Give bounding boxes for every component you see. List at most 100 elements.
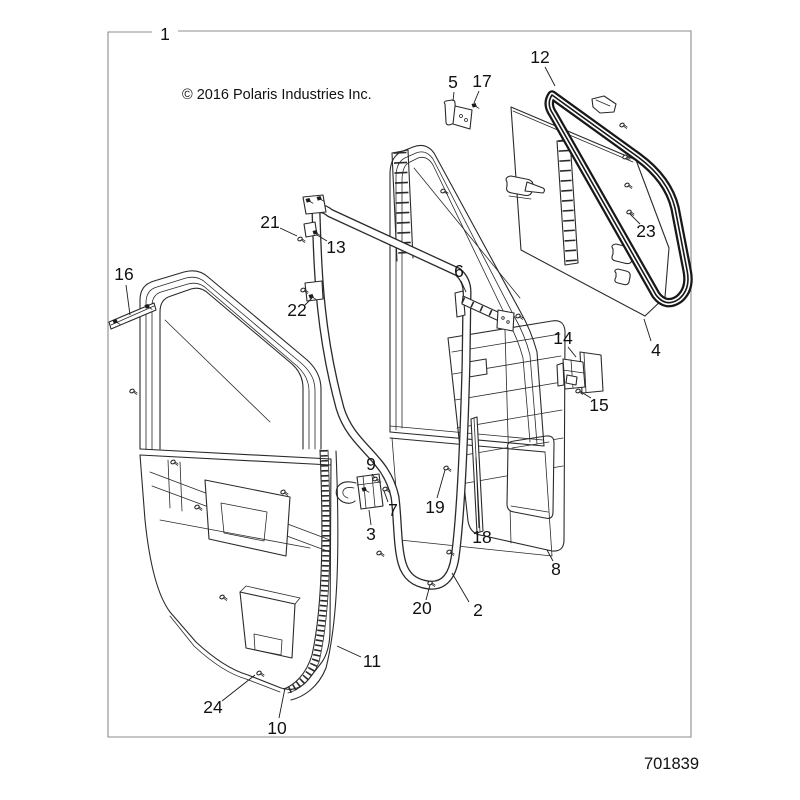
seal-hatch-band	[284, 449, 330, 695]
hinge-strip	[108, 302, 157, 330]
door-ribs	[167, 459, 183, 512]
assembly-border	[107, 30, 692, 738]
bracket-plate	[452, 105, 473, 130]
callout-leader-3	[368, 509, 372, 526]
door-frame-mid	[145, 276, 316, 450]
callout-8: 8	[551, 559, 561, 579]
callout-11: 11	[363, 651, 381, 671]
callout-leader-7	[383, 490, 389, 503]
callout-15: 15	[589, 395, 608, 415]
handle-hole	[501, 316, 505, 320]
door-bin	[239, 591, 296, 659]
callout-leader-6	[460, 280, 467, 293]
callout-22: 22	[287, 300, 306, 320]
callout-13: 13	[326, 237, 345, 257]
latch-assembly-front	[335, 473, 391, 510]
callout-leader-21	[279, 227, 298, 237]
mount-bracket	[443, 99, 480, 130]
callout-19: 19	[425, 497, 444, 517]
screw	[375, 549, 385, 557]
copyright-text: © 2016 Polaris Industries Inc.	[182, 87, 372, 103]
bracket-hole	[464, 118, 468, 122]
callout-leader-20	[425, 584, 431, 601]
callout-17: 17	[472, 71, 491, 91]
latch-hook	[335, 481, 357, 504]
window-reflection	[164, 319, 271, 423]
screw	[618, 121, 628, 129]
handle-mount-plate	[496, 309, 515, 332]
callout-leader-5	[452, 91, 455, 102]
glass-top-edge	[512, 110, 634, 163]
screw	[442, 464, 452, 472]
latch-flange	[556, 362, 565, 387]
seal-edge-b	[287, 449, 331, 694]
callout-leader-15	[580, 391, 592, 399]
inner-panel-pocket	[506, 435, 555, 519]
door-pocket	[204, 479, 291, 557]
screw	[169, 458, 179, 466]
door-shelf-line	[159, 519, 311, 549]
callout-leader-9	[371, 473, 376, 479]
callout-leader-11	[336, 645, 362, 658]
screw	[471, 102, 480, 109]
window-latch-base	[508, 195, 532, 200]
callout-leader-2	[451, 572, 470, 603]
handle-slat-hatch	[461, 297, 501, 320]
frame-mid	[395, 151, 538, 445]
door-beltline	[139, 448, 332, 466]
latch-hook-inner	[342, 487, 355, 499]
bracket-hole	[459, 114, 463, 118]
part-number: 701839	[644, 755, 699, 773]
callout-leader-23	[629, 213, 641, 225]
border-outline	[107, 30, 692, 738]
door-frame-mid2	[151, 282, 310, 450]
callout-leader-10	[278, 687, 286, 719]
door-window-opening	[159, 287, 304, 450]
divider-rails	[556, 138, 579, 266]
inner-panel-ribs	[451, 333, 564, 485]
callout-21: 21	[260, 212, 279, 232]
seal-edge-outer	[290, 450, 339, 701]
callout-leader-16	[125, 284, 131, 316]
callout-1: 1	[160, 24, 170, 44]
door-body-thickness	[169, 615, 281, 693]
latch-body	[356, 473, 384, 510]
latch-back-line	[583, 352, 587, 393]
callout-18: 18	[472, 527, 491, 547]
handle-bracket	[454, 290, 524, 332]
callout-leader-13	[316, 234, 328, 242]
divider-rungs	[558, 139, 577, 265]
callout-12: 12	[530, 47, 549, 67]
outer-door-panel	[108, 270, 339, 701]
screw	[255, 669, 265, 677]
screw	[128, 387, 138, 395]
latch-slot	[565, 374, 578, 386]
callout-leader-4	[643, 318, 652, 342]
callout-leader-22	[304, 297, 313, 306]
top-clip	[591, 95, 617, 114]
callout-leader-12	[544, 66, 556, 87]
top-clip-line	[595, 99, 611, 107]
screw	[279, 488, 289, 496]
callout-leader-19	[436, 469, 446, 499]
callout-leader-14	[567, 346, 577, 358]
callout-20: 20	[412, 598, 432, 618]
callout-6: 6	[454, 261, 464, 281]
callout-4: 4	[651, 340, 661, 360]
tube-top-bracket	[302, 194, 327, 215]
tube-frame	[296, 194, 472, 590]
window-glass-assembly	[505, 95, 670, 317]
callout-2: 2	[473, 600, 483, 620]
window-latch-lever	[524, 181, 546, 194]
frame-inner	[401, 156, 531, 443]
screw	[296, 235, 306, 243]
callout-10: 10	[267, 718, 287, 738]
callout-24: 24	[203, 697, 223, 717]
callout-16: 16	[114, 264, 133, 284]
seal-band-center	[548, 94, 689, 304]
handle-hole	[506, 320, 510, 324]
door-frame-outer	[139, 270, 322, 450]
